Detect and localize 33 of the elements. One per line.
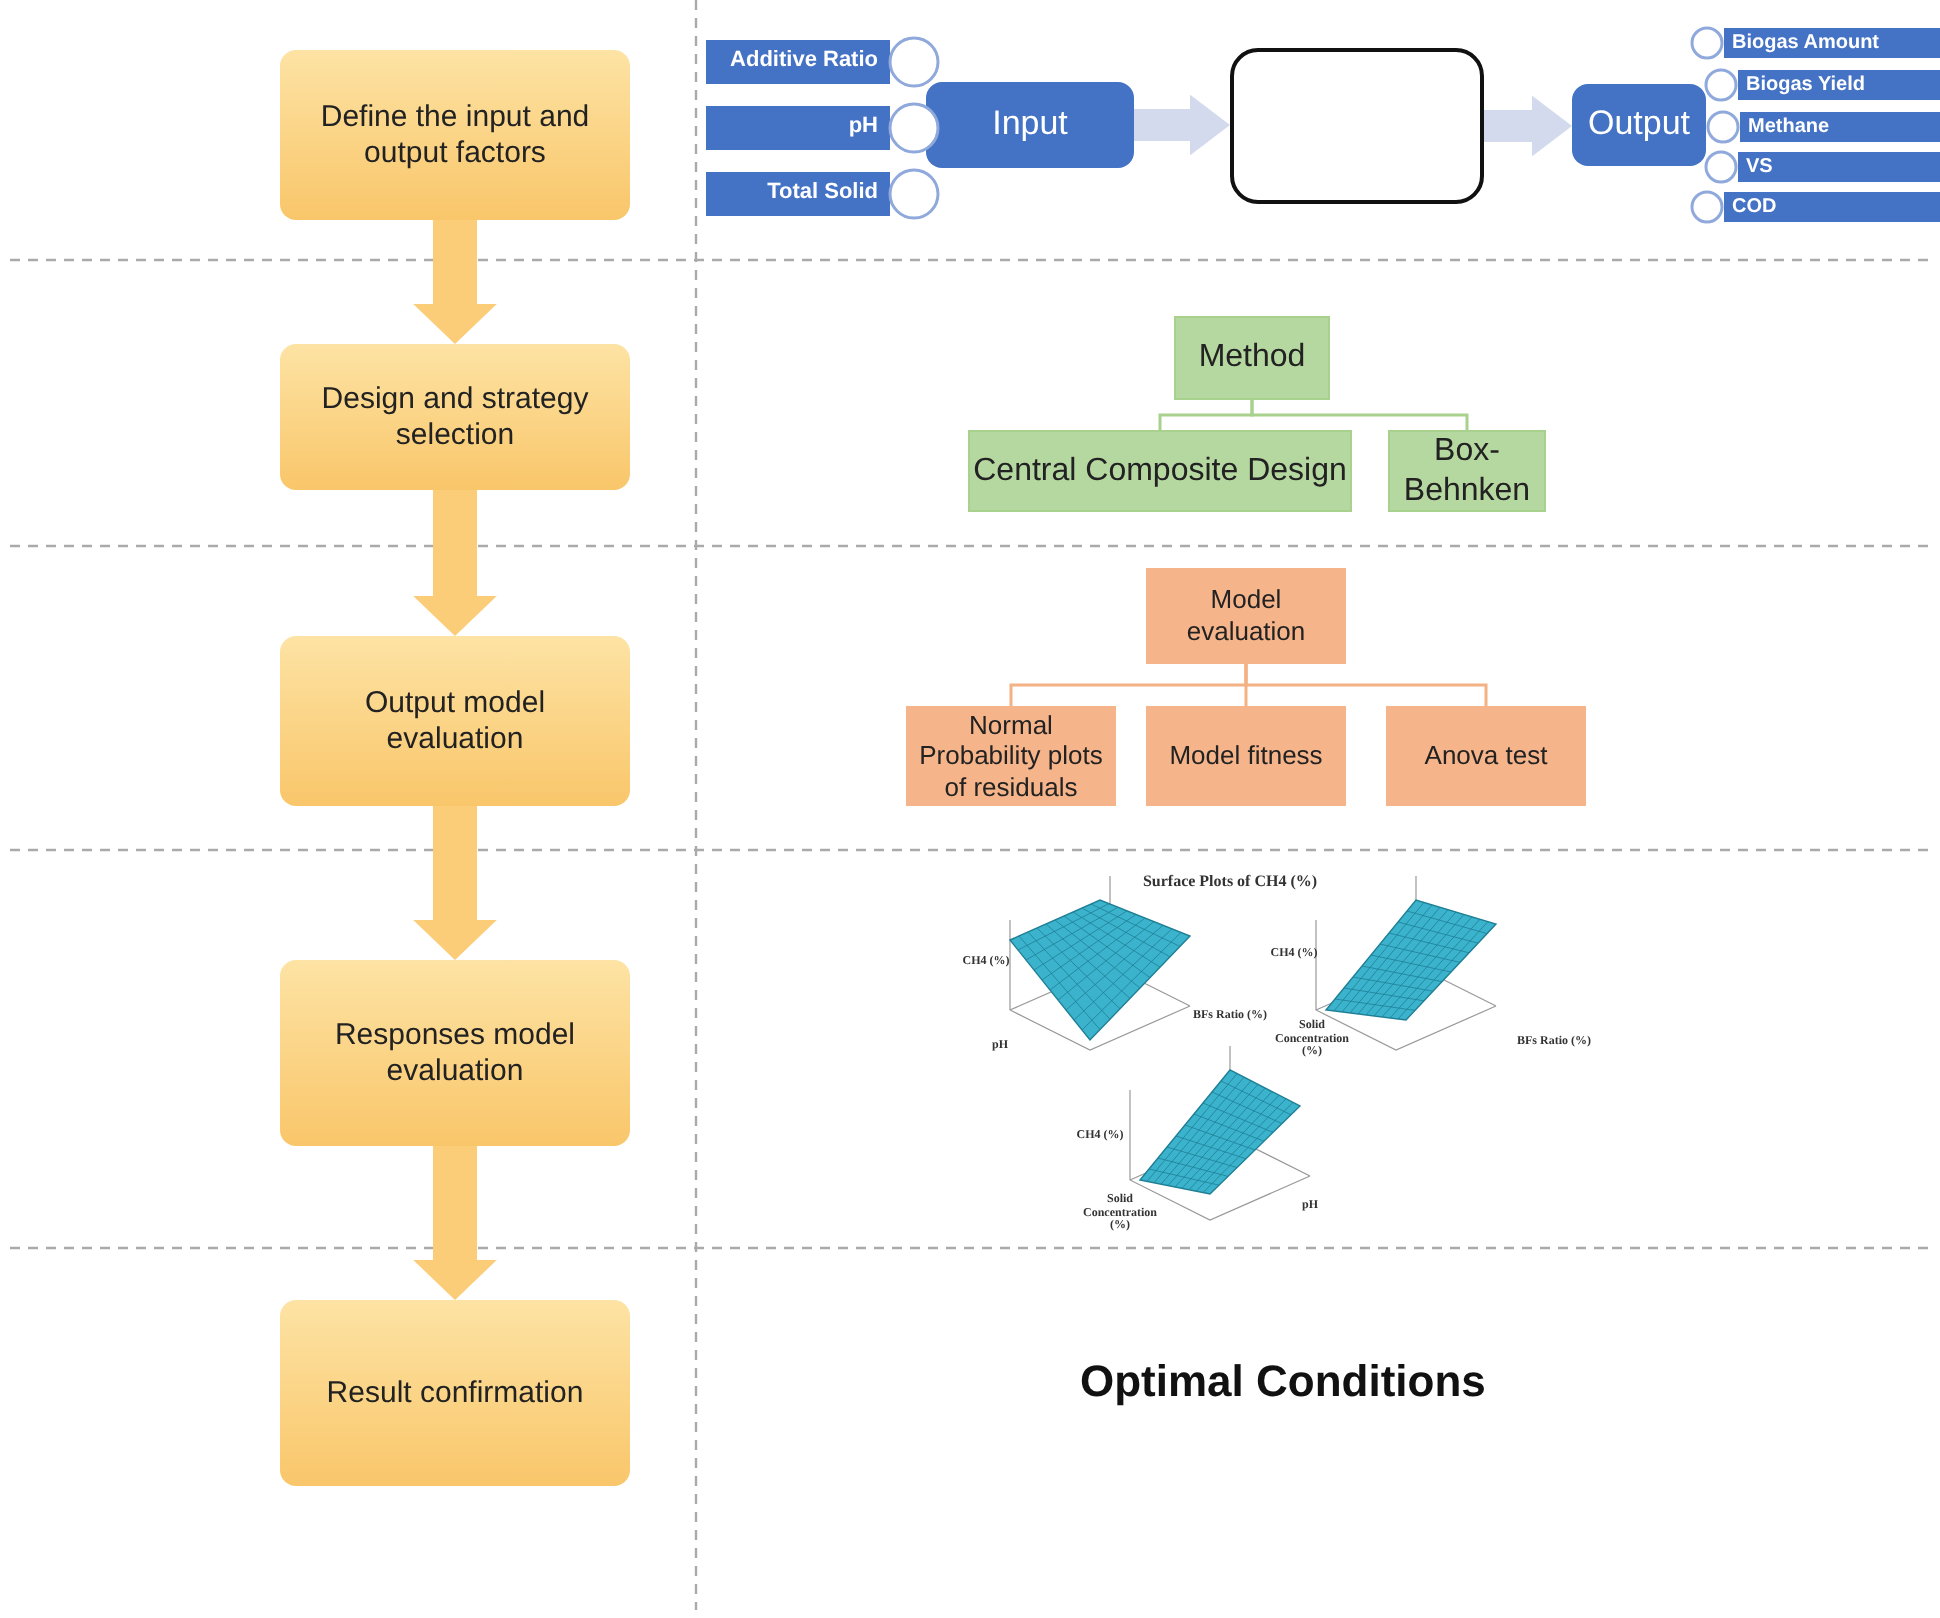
process-step: Design and strategy selection [280,344,630,490]
input-factor-bar: Additive Ratio [706,40,890,84]
input-factor-bar: Total Solid [706,172,890,216]
evaluation-criterion-box: Anova test [1386,706,1586,806]
block-arrow [413,220,497,344]
output-factor-bar: VS [1738,152,1940,182]
method-box: Method [1174,316,1330,400]
process-step: Result confirmation [280,1300,630,1486]
process-step: Responses model evaluation [280,960,630,1146]
output-factor-bar: COD [1724,192,1940,222]
block-arrow [413,490,497,636]
design-option-box: Box-Behnken [1388,430,1546,512]
process-step: Define the input and output factors [280,50,630,220]
evaluation-criterion-box: Model fitness [1146,706,1346,806]
output-factor-bar: Methane [1740,112,1940,142]
process-step: Output model evaluation [280,636,630,806]
block-arrow [413,1146,497,1300]
connector-line [1244,664,1488,706]
conclusion-heading: Optimal Conditions [1080,1356,1486,1408]
input-box: Input [926,82,1134,168]
empty-process-box [1230,48,1484,204]
evaluation-criterion-box: Normal Probability plots of residuals [906,706,1116,806]
output-factor-bar: Biogas Amount [1724,28,1940,58]
block-arrow [1484,95,1572,157]
plot-title: Surface Plots of CH4 (%) [1140,874,1320,892]
output-factor-bar: Biogas Yield [1738,70,1940,100]
block-arrow [413,806,497,960]
connector-line [1250,400,1469,430]
evaluation-box: Model evaluation [1146,568,1346,664]
input-factor-bar: pH [706,106,890,150]
output-box: Output [1572,84,1706,166]
design-option-box: Central Composite Design [968,430,1352,512]
block-arrow [1134,94,1230,156]
